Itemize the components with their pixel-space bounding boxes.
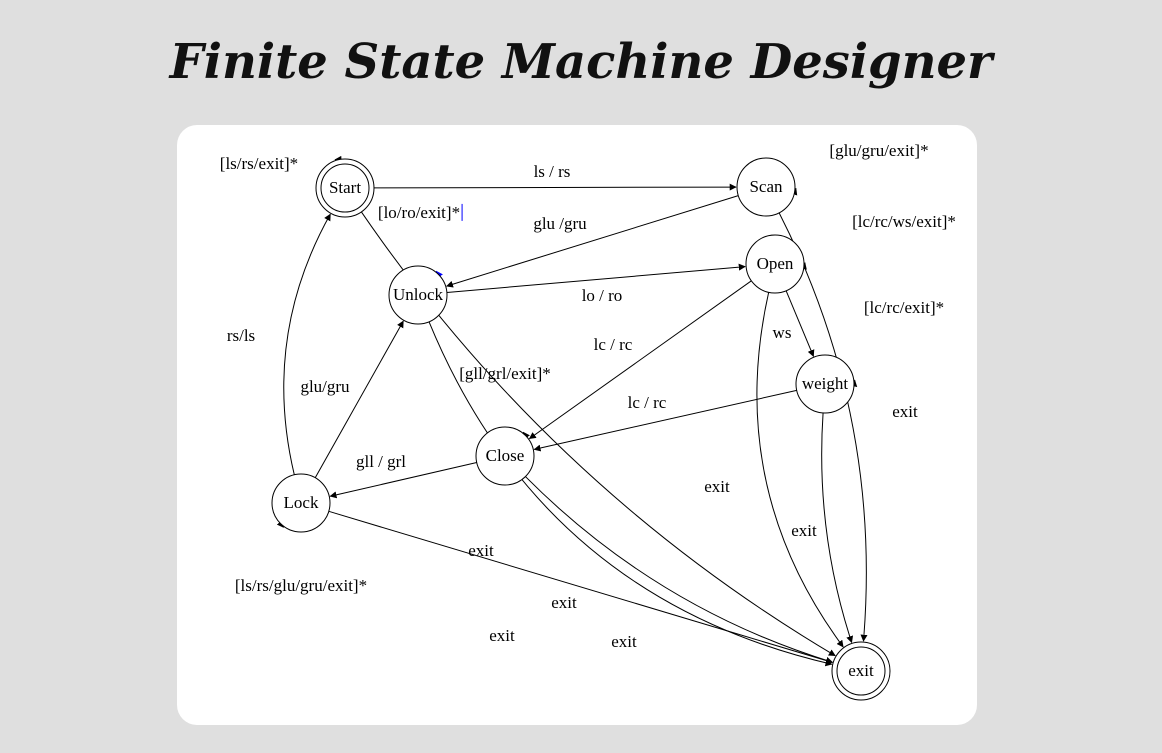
transition-label[interactable]: ws [773,323,792,342]
transition-lock-to-start[interactable]: rs/ls [227,213,331,475]
transition-weight-to-exit[interactable]: exit [791,412,854,644]
transition-arrow[interactable] [528,280,752,440]
transition-unlock-to-exit[interactable]: exit [428,321,833,667]
transition-label[interactable]: ls / rs [534,162,571,181]
transition-label[interactable]: glu /gru [533,214,587,233]
transition-start-to-scan[interactable]: ls / rs [373,162,737,191]
transition-label[interactable]: exit [468,541,494,560]
transition-label[interactable]: exit [704,477,730,496]
self-loop-label[interactable]: [ls/rs/glu/gru/exit]* [235,576,367,595]
state-label[interactable]: Lock [284,493,319,512]
transition-arrow[interactable] [525,476,833,664]
state-circle[interactable] [315,158,375,218]
transition-arrow[interactable] [756,292,844,648]
accept-ring [836,646,886,696]
state-circle[interactable] [745,234,805,294]
transition-open-to-weight[interactable]: ws [773,290,815,357]
transition-label[interactable]: exit [791,521,817,540]
state-label[interactable]: Start [329,178,361,197]
state-scan[interactable]: Scan [736,157,796,217]
state-circle[interactable] [271,473,331,533]
page-title: Finite State Machine Designer [169,34,993,90]
accept-ring [320,163,370,213]
state-label[interactable]: Scan [749,177,783,196]
transition-label[interactable]: lc / rc [594,335,633,354]
transition-label[interactable]: exit [611,632,637,651]
transition-arrow[interactable] [283,213,331,475]
transition-arrow[interactable] [821,412,854,644]
state-circle[interactable] [388,265,448,325]
state-close[interactable]: Close [475,426,535,486]
transition-weight-to-close[interactable]: lc / rc [533,389,797,452]
self-loop-label[interactable]: [lc/rc/ws/exit]* [852,212,956,231]
state-circle[interactable] [736,157,796,217]
transition-arrow[interactable] [329,462,477,499]
state-label[interactable]: exit [848,661,874,680]
transition-arrow[interactable] [314,320,404,478]
state-unlock[interactable]: Unlock [388,265,448,325]
state-label[interactable]: Close [486,446,525,465]
transition-label[interactable]: glu/gru [300,377,350,396]
transition-arrow[interactable] [328,510,833,664]
fsm-canvas[interactable]: ls / rs glu /gru lo / ro lc / rc ws lc / rc gl… [177,125,977,725]
transition-lock-to-unlock[interactable]: glu/gru [300,320,404,478]
transition-unlock-to-open[interactable]: lo / ro [446,263,746,305]
state-weight[interactable]: weight [795,354,855,414]
transition-close-to-exit[interactable]: exit [525,476,833,664]
state-label[interactable]: Open [757,254,794,273]
fsm-diagram[interactable]: ls / rs glu /gru lo / ro lc / rc ws lc / rc gl… [177,125,977,725]
transition-label[interactable]: rs/ls [227,326,255,345]
transition-label[interactable]: lc / rc [628,393,667,412]
self-loop-label[interactable]: [ls/rs/exit]* [220,154,298,173]
transition-open-to-close[interactable]: lc / rc [528,280,752,440]
transition-arrow[interactable] [428,321,833,667]
transition-label[interactable]: gll / grl [356,452,406,471]
edges-layer: ls / rs glu /gru lo / ro lc / rc ws lc / rc gl… [227,162,918,667]
state-label[interactable]: Unlock [393,285,444,304]
transition-close-to-lock[interactable]: gll / grl [329,452,477,499]
transition-arrow[interactable] [785,290,815,357]
state-circle[interactable] [831,641,891,701]
self-loop-label[interactable]: [lo/ro/exit]* [378,203,460,222]
transition-label[interactable]: exit [892,402,918,421]
self-loop-label[interactable]: [glu/gru/exit]* [829,141,928,160]
transition-label[interactable]: exit [489,626,515,645]
state-open[interactable]: Open [745,234,805,294]
transition-arrow[interactable] [533,389,797,452]
transition-arrow[interactable] [446,263,746,293]
state-circle[interactable] [795,354,855,414]
transition-arrow[interactable] [373,183,737,191]
transition-open-to-exit[interactable]: exit [704,292,844,648]
transition-label[interactable]: exit [551,593,577,612]
state-lock[interactable]: Lock [271,473,331,533]
state-circle[interactable] [475,426,535,486]
transition-label[interactable]: lo / ro [582,286,623,305]
state-exit[interactable]: exit [831,641,891,701]
transition-scan-to-unlock[interactable]: glu /gru [445,195,739,288]
transition-arrow[interactable] [445,195,739,288]
state-label[interactable]: weight [802,374,849,393]
self-loop-label[interactable]: [lc/rc/exit]* [864,298,944,317]
self-loop-label[interactable]: [gll/grl/exit]* [459,364,551,383]
transition-lock-to-exit[interactable]: exit [328,510,833,664]
state-start[interactable]: Start [315,158,375,218]
